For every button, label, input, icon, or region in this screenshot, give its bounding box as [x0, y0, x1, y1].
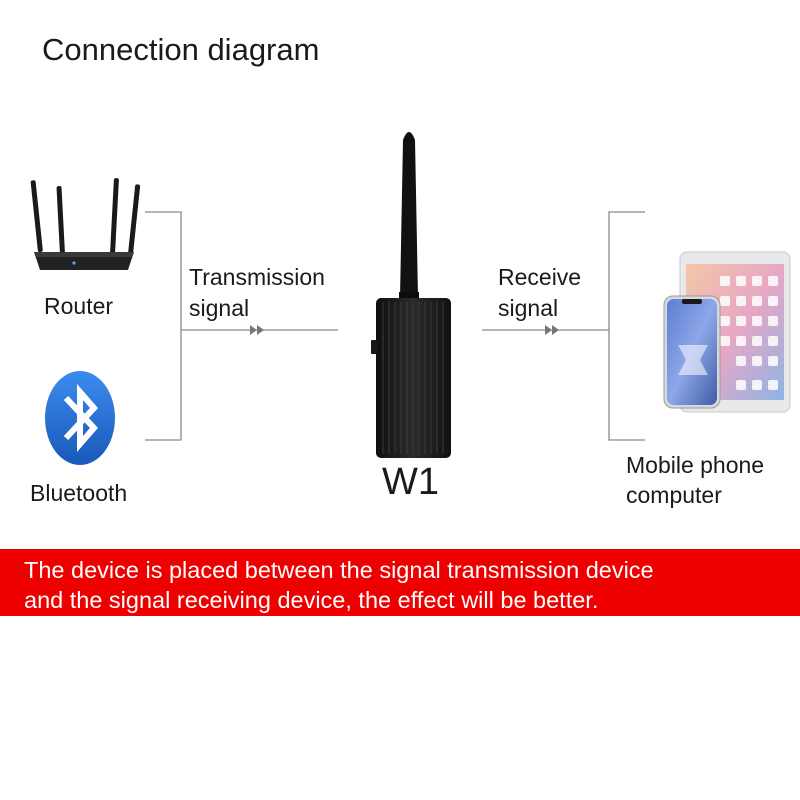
- bluetooth-label: Bluetooth: [30, 478, 127, 508]
- phone-icon: [664, 296, 720, 408]
- transmission-signal-label-line2: signal: [189, 293, 249, 323]
- router-icon: [30, 178, 140, 270]
- double-arrow-icon: [250, 325, 264, 335]
- double-arrow-icon: [545, 325, 559, 335]
- receiver-devices-label-line2: computer: [626, 480, 722, 510]
- note-banner: The device is placed between the signal …: [0, 549, 800, 616]
- device-name: W1: [382, 467, 439, 497]
- receive-connector: [482, 212, 645, 440]
- receive-signal-label-line2: signal: [498, 293, 558, 323]
- note-line-2: and the signal receiving device, the eff…: [24, 585, 654, 615]
- transmission-connector: [145, 212, 338, 440]
- bluetooth-icon: [45, 371, 115, 465]
- note-banner-text: The device is placed between the signal …: [24, 555, 654, 615]
- receive-signal-label-line1: Receive: [498, 262, 581, 292]
- receiver-devices-label-line1: Mobile phone: [626, 450, 764, 480]
- transmission-signal-label-line1: Transmission: [189, 262, 325, 292]
- note-line-1: The device is placed between the signal …: [24, 555, 654, 585]
- antenna-device-icon: [371, 132, 451, 458]
- router-label: Router: [44, 291, 113, 321]
